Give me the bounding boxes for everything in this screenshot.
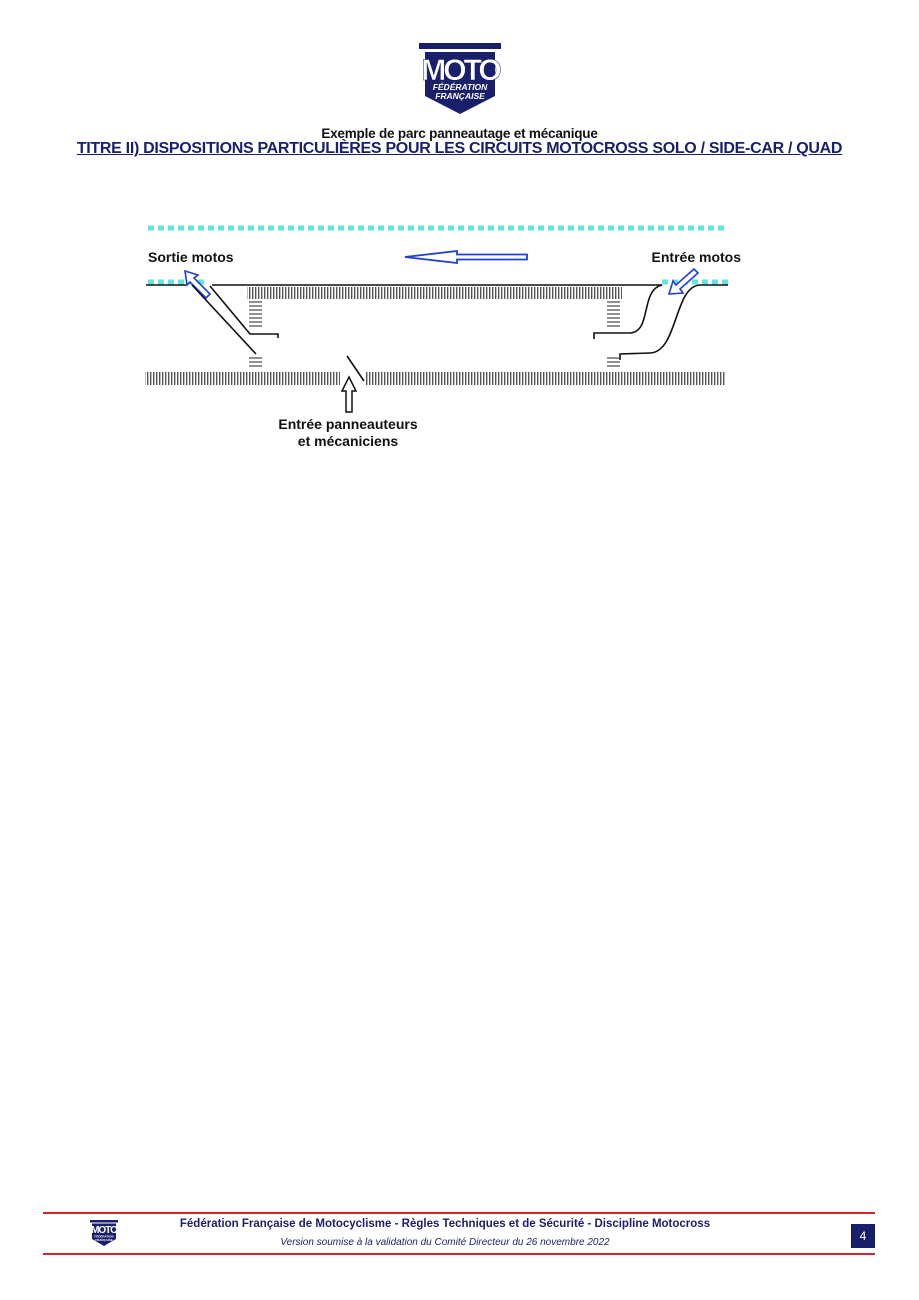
logo-word: MOTO [421, 54, 501, 87]
ffm-logo: MOTO FÉDÉRATION FRANÇAISE [419, 43, 505, 114]
direction-arrow [404, 249, 528, 265]
footer-rule-bottom [43, 1253, 875, 1255]
exit-lane-line-inner [209, 285, 279, 338]
label-staff-line1: Entrée panneauteurs [278, 416, 417, 432]
staff-gate [346, 355, 365, 382]
section-title: TITRE II) DISPOSITIONS PARTICULIÈRES POU… [76, 140, 843, 157]
label-exit: Sortie motos [148, 249, 234, 265]
entry-lane-line-inner [593, 284, 663, 339]
paddock-fence-left [145, 372, 340, 385]
footer-title: Fédération Française de Motocyclisme - R… [179, 1218, 711, 1230]
section-subtitle: Exemple de parc panneautage et mécanique [321, 126, 598, 141]
pit-fence-top [247, 287, 622, 299]
page-number: 4 [851, 1224, 875, 1248]
exit-ramp-marks [249, 301, 262, 367]
exit-lane-line-outer [191, 284, 257, 355]
paddock-diagram: Sortie motos Entrée motos Entrée panneau… [145, 225, 742, 449]
footer-logo-line2: FRANÇAISE [95, 1238, 113, 1242]
entry-arrow [667, 267, 700, 295]
footer-logo: MOTO FÉDÉRATION FRANÇAISE [90, 1220, 119, 1246]
footer-version: Version soumise à la validation du Comit… [280, 1237, 610, 1248]
entry-lane-line-outer [619, 284, 701, 360]
label-staff-line2: et mécaniciens [298, 433, 399, 449]
footer-logo-line1: FÉDÉRATION [94, 1234, 113, 1239]
logo-line1: FÉDÉRATION [433, 82, 488, 92]
entry-ramp-marks [607, 301, 620, 367]
footer-rule-top [43, 1212, 875, 1214]
footer-logo-word: MOTO [91, 1225, 118, 1236]
exit-arrow [184, 269, 212, 300]
staff-entry-arrow [340, 375, 358, 413]
label-entry: Entrée motos [652, 249, 742, 265]
logo-line2: FRANÇAISE [435, 91, 485, 101]
paddock-fence-right [365, 372, 725, 385]
